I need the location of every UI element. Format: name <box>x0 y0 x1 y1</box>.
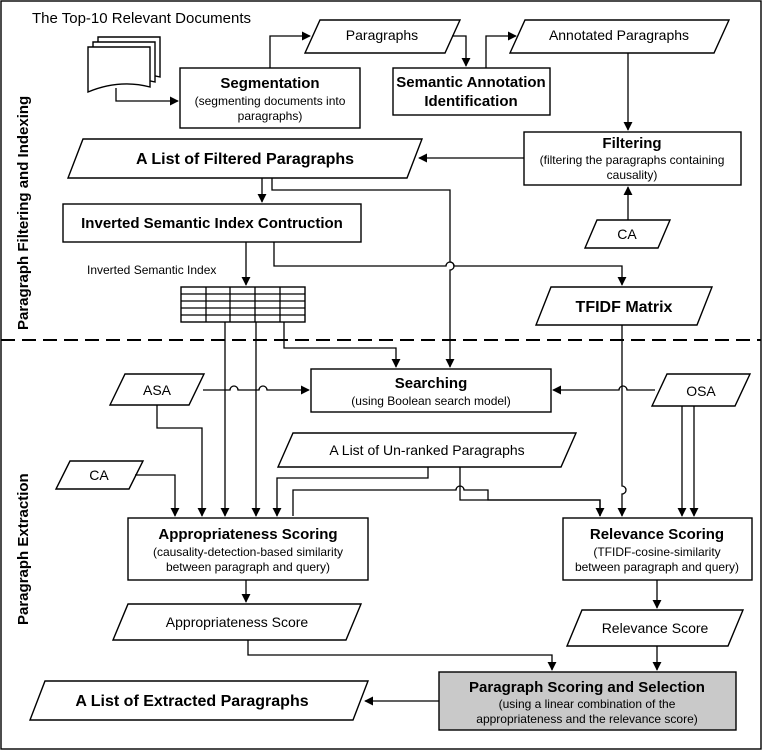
asa-data: ASA <box>108 373 206 406</box>
osa-data: OSA <box>650 373 752 407</box>
svg-text:(using a linear combination of: (using a linear combination of the <box>499 697 676 711</box>
svg-text:A List of Un-ranked Paragraphs: A List of Un-ranked Paragraphs <box>329 442 524 458</box>
appropriateness-scoring-process: Appropriateness Scoring (causality-detec… <box>127 517 369 581</box>
inverted-index-construction-process: Inverted Semantic Index Contruction <box>62 203 362 243</box>
segmentation-process: Segmentation (segmenting documents into … <box>179 67 361 129</box>
annotated-paragraphs-data: Annotated Paragraphs <box>508 19 731 54</box>
svg-text:between paragraph and query): between paragraph and query) <box>166 560 330 574</box>
section-label-filtering-indexing: Paragraph Filtering and Indexing <box>15 96 32 330</box>
documents-icon <box>87 36 161 94</box>
svg-text:Paragraphs: Paragraphs <box>346 27 418 43</box>
svg-text:causality): causality) <box>607 168 658 182</box>
scoring-selection-process: Paragraph Scoring and Selection (using a… <box>438 671 737 731</box>
svg-text:paragraphs): paragraphs) <box>238 109 303 123</box>
svg-text:(segmenting documents into: (segmenting documents into <box>195 94 346 108</box>
appropriateness-score-data: Appropriateness Score <box>111 603 363 641</box>
svg-text:appropriateness and the releva: appropriateness and the relevance score) <box>476 712 697 726</box>
svg-text:Semantic Annotation: Semantic Annotation <box>396 74 545 91</box>
unranked-paragraphs-data: A List of Un-ranked Paragraphs <box>276 432 578 468</box>
svg-text:OSA: OSA <box>686 383 716 399</box>
svg-text:Inverted Semantic Index Contru: Inverted Semantic Index Contruction <box>81 215 343 232</box>
inverted-index-table <box>180 286 306 323</box>
svg-text:Segmentation: Segmentation <box>220 75 319 92</box>
svg-text:between paragraph and query): between paragraph and query) <box>575 560 739 574</box>
ca-top-data: CA <box>583 219 672 249</box>
svg-text:(causality-detection-based sim: (causality-detection-based similarity <box>153 545 343 559</box>
svg-text:Relevance Scoring: Relevance Scoring <box>590 526 724 543</box>
diagram-title: The Top-10 Relevant Documents <box>32 10 251 27</box>
svg-text:Searching: Searching <box>395 375 468 392</box>
svg-text:Appropriateness Score: Appropriateness Score <box>166 614 309 630</box>
inverted-index-label: Inverted Semantic Index <box>87 263 216 277</box>
paragraphs-data: Paragraphs <box>303 19 462 54</box>
relevance-scoring-process: Relevance Scoring (TFIDF-cosine-similari… <box>562 517 753 581</box>
extracted-paragraphs-data: A List of Extracted Paragraphs <box>28 680 370 721</box>
ca-bottom-data: CA <box>54 460 145 490</box>
svg-text:Relevance Score: Relevance Score <box>602 620 709 636</box>
edges <box>115 31 699 706</box>
filtered-paragraphs-data: A List of Filtered Paragraphs <box>66 138 424 179</box>
tfidf-matrix-data: TFIDF Matrix <box>534 286 714 326</box>
svg-text:Annotated Paragraphs: Annotated Paragraphs <box>549 27 689 43</box>
searching-process: Searching (using Boolean search model) <box>310 368 552 413</box>
svg-text:ASA: ASA <box>143 382 172 398</box>
svg-text:TFIDF Matrix: TFIDF Matrix <box>576 299 673 316</box>
svg-text:CA: CA <box>89 467 109 483</box>
relevance-score-data: Relevance Score <box>565 609 745 647</box>
svg-text:A List of Extracted Paragraphs: A List of Extracted Paragraphs <box>75 693 308 710</box>
svg-text:(using Boolean search model): (using Boolean search model) <box>351 394 510 408</box>
svg-text:Appropriateness Scoring: Appropriateness Scoring <box>158 526 337 543</box>
svg-text:Filtering: Filtering <box>602 135 661 152</box>
svg-text:CA: CA <box>617 226 637 242</box>
svg-text:Identification: Identification <box>424 93 517 110</box>
filtering-process: Filtering (filtering the paragraphs cont… <box>523 131 742 186</box>
section-label-extraction: Paragraph Extraction <box>15 473 32 625</box>
svg-text:(TFIDF-cosine-similarity: (TFIDF-cosine-similarity <box>593 545 720 559</box>
svg-text:(filtering the paragraphs cont: (filtering the paragraphs containing <box>540 153 725 167</box>
svg-text:Paragraph Scoring and Selectio: Paragraph Scoring and Selection <box>469 679 705 696</box>
svg-text:A List of Filtered Paragraphs: A List of Filtered Paragraphs <box>136 151 354 168</box>
semantic-annotation-process: Semantic Annotation Identification <box>392 67 551 116</box>
